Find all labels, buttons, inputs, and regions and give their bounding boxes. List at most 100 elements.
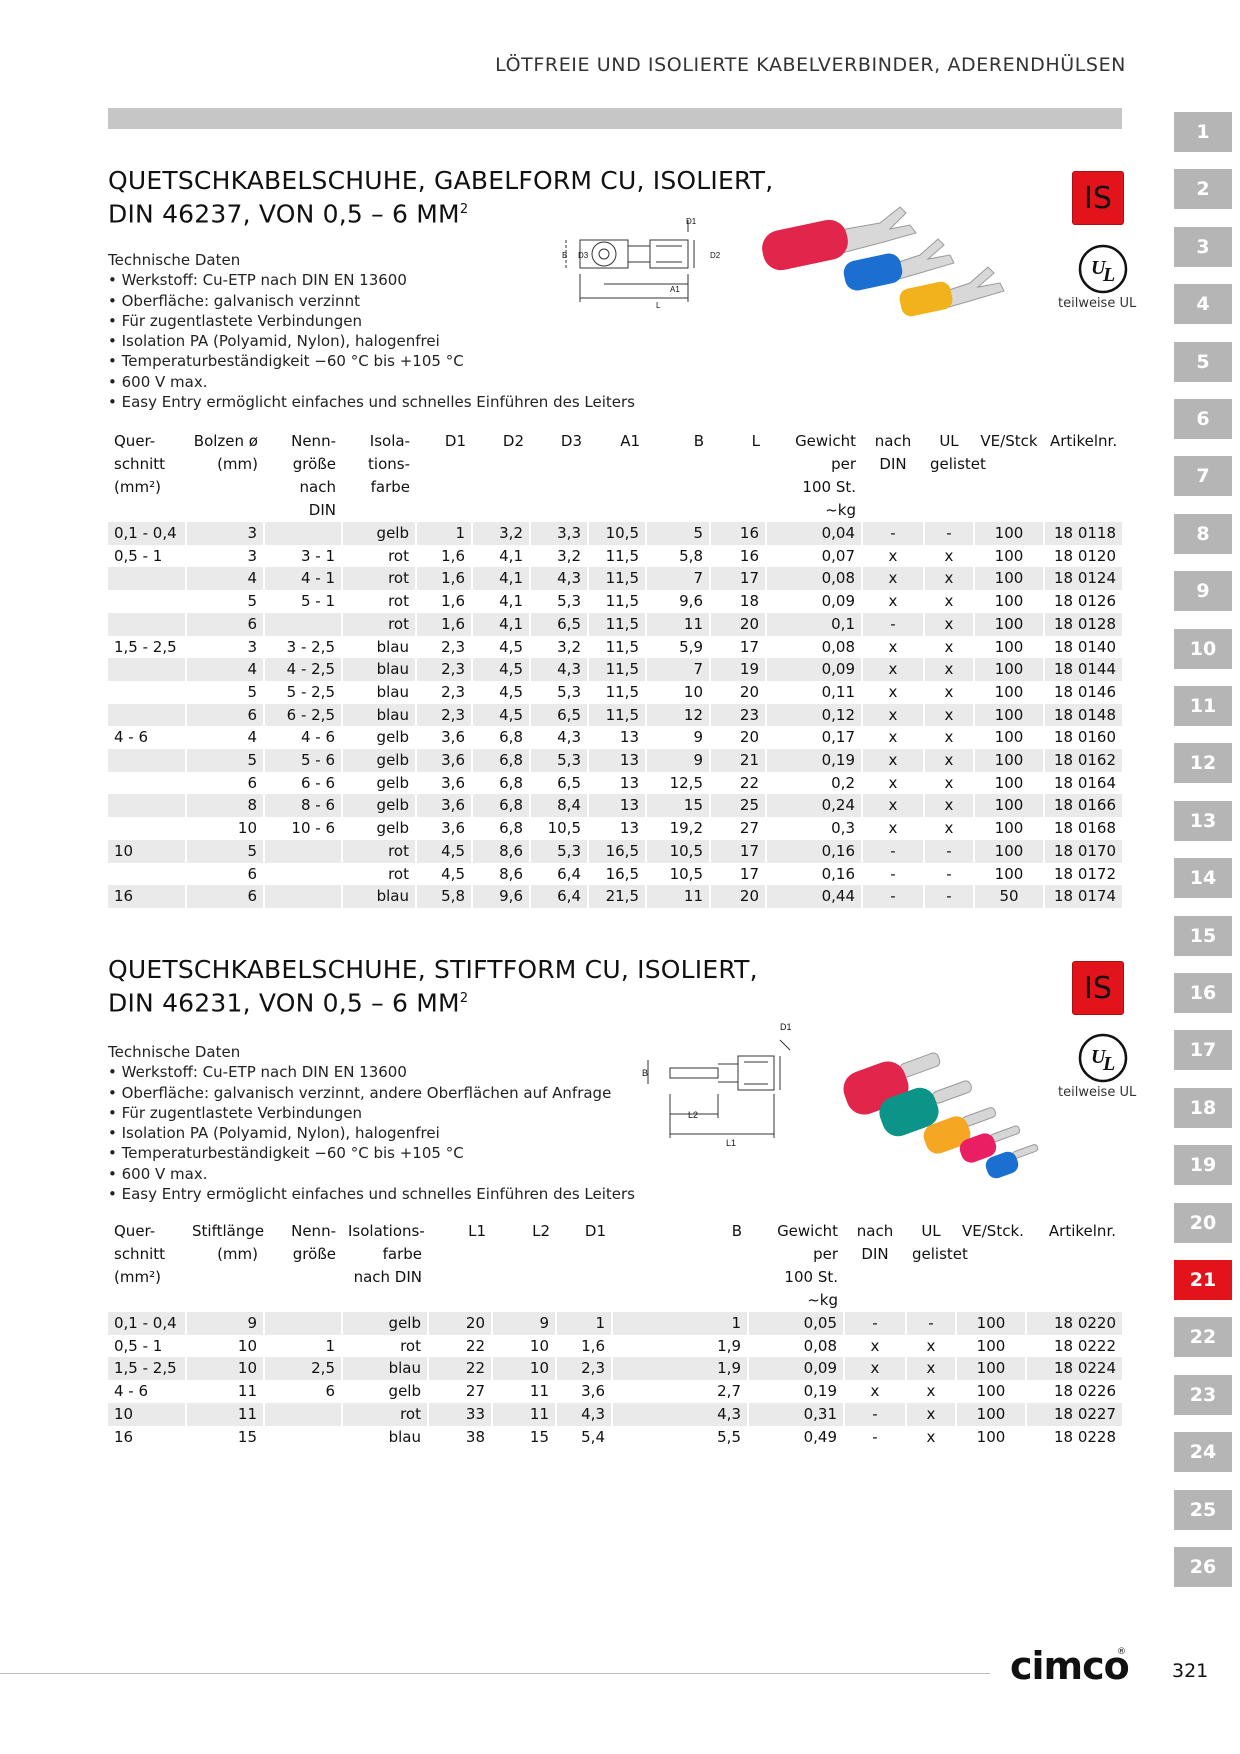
table-cell: 18 0140: [1043, 635, 1122, 659]
table-cell: [108, 703, 186, 727]
chapter-tab-18[interactable]: 18: [1174, 1087, 1232, 1128]
section1-title: QUETSCHKABELSCHUHE, GABELFORM CU, ISOLIE…: [108, 166, 773, 228]
table-cell: 3,6: [415, 749, 472, 772]
chapter-tab-19[interactable]: 19: [1174, 1145, 1232, 1186]
table-cell: 19,2: [645, 817, 710, 840]
chapter-tab-4[interactable]: 4: [1174, 284, 1232, 325]
table-cell: 1: [263, 1334, 342, 1358]
table-cell: 18 0126: [1043, 590, 1122, 613]
chapter-tab-24[interactable]: 24: [1174, 1432, 1232, 1473]
column-header: L: [751, 432, 760, 450]
column-header: VE/Stck: [980, 432, 1038, 450]
table-cell: 3 - 1: [263, 544, 342, 568]
chapter-tab-22[interactable]: 22: [1174, 1317, 1232, 1358]
chapter-tab-25[interactable]: 25: [1174, 1489, 1232, 1530]
drawing1-label-d2: D2: [710, 251, 721, 260]
table-cell: 21: [709, 749, 766, 772]
chapter-tab-23[interactable]: 23: [1174, 1374, 1232, 1415]
table-cell: 18 0144: [1043, 658, 1122, 681]
table-cell: 100: [973, 658, 1044, 681]
chapter-tab-16[interactable]: 16: [1174, 973, 1232, 1013]
drawing1-label-d1: D1: [686, 217, 697, 226]
drawing2-label-l2: L2: [688, 1110, 698, 1120]
table-cell: 11: [491, 1380, 556, 1403]
table-cell: 100: [973, 680, 1044, 704]
table-cell: blau: [341, 658, 416, 681]
chapter-tab-6[interactable]: 6: [1174, 399, 1232, 439]
table-cell: rot: [341, 612, 416, 636]
table-cell: 0,05: [747, 1312, 844, 1335]
chapter-tab-14[interactable]: 14: [1174, 858, 1232, 899]
tech-data-item: • 600 V max.: [108, 1164, 208, 1183]
table-cell: 27: [427, 1380, 492, 1403]
table-cell: -: [905, 1312, 956, 1335]
column-header: L1: [468, 1222, 486, 1240]
table-cell: 9: [491, 1312, 556, 1335]
column-header: VE/Stck.: [962, 1222, 1024, 1240]
chapter-tab-12[interactable]: 12: [1174, 743, 1232, 784]
chapter-tab-26[interactable]: 26: [1174, 1547, 1232, 1587]
table-cell: 0,08: [765, 567, 862, 591]
tech-data-item: • Isolation PA (Polyamid, Nylon), haloge…: [108, 1124, 440, 1143]
table-cell: 8 - 6: [263, 794, 342, 818]
table-cell: [108, 681, 186, 704]
section1-title-line2: DIN 46237, VON 0,5 – 6 MM2: [108, 199, 469, 229]
chapter-tab-9[interactable]: 9: [1174, 571, 1232, 612]
table-cell: x: [861, 794, 924, 818]
table-cell: 3 - 2,5: [263, 635, 342, 659]
chapter-tab-13[interactable]: 13: [1174, 800, 1232, 841]
table-cell: x: [861, 658, 924, 681]
chapter-tab-5[interactable]: 5: [1174, 341, 1232, 382]
column-header: Artikelnr.: [1050, 432, 1118, 450]
table-cell: x: [861, 817, 924, 840]
table-cell: 3: [185, 522, 264, 545]
table-cell: 100: [973, 590, 1044, 613]
chapter-tab-20[interactable]: 20: [1174, 1202, 1232, 1243]
table-cell: 4,5: [415, 839, 472, 863]
table-cell: 15: [645, 794, 710, 818]
table-cell: x: [923, 794, 974, 818]
table-cell: 2,3: [415, 680, 472, 704]
chapter-tab-2[interactable]: 2: [1174, 169, 1232, 210]
table-cell: x: [923, 590, 974, 613]
table-cell: x: [861, 703, 924, 727]
table-cell: 6,4: [529, 862, 588, 886]
column-header: Quer-schnitt(mm²): [114, 1222, 166, 1286]
chapter-tab-15[interactable]: 15: [1174, 915, 1232, 956]
drawing1-label-a1: A1: [670, 285, 680, 294]
section2-title-line1: QUETSCHKABELSCHUHE, STIFTFORM CU, ISOLIE…: [108, 955, 758, 984]
table-cell: gelb: [341, 1312, 428, 1335]
chapter-tab-1[interactable]: 1: [1174, 112, 1232, 152]
chapter-tab-21[interactable]: 21: [1174, 1260, 1232, 1300]
table-cell: 6,4: [529, 885, 588, 908]
column-header: Artikelnr.: [1048, 1222, 1116, 1240]
chapter-tab-11[interactable]: 11: [1174, 686, 1232, 726]
table-header-row: Quer-schnitt(mm²)Stiftlänge(mm)Nenn-größ…: [108, 1220, 1122, 1312]
chapter-tab-3[interactable]: 3: [1174, 226, 1232, 267]
chapter-tab-8[interactable]: 8: [1174, 513, 1232, 554]
page-header-title: LÖTFREIE UND ISOLIERTE KABELVERBINDER, A…: [495, 54, 1126, 76]
table-cell: 3: [185, 635, 264, 659]
tech-data-item: • Oberfläche: galvanisch verzinnt, ander…: [108, 1083, 612, 1102]
chapter-tab-17[interactable]: 17: [1174, 1030, 1232, 1071]
chapter-tab-10[interactable]: 10: [1174, 628, 1232, 669]
ul-logo-icon-2: U L: [1078, 1033, 1128, 1083]
table-cell: [263, 885, 342, 908]
table-cell: 100: [973, 771, 1044, 795]
table-cell: [108, 794, 186, 818]
table-cell: blau: [341, 703, 416, 727]
column-header: Bolzen ø(mm): [193, 432, 258, 473]
table-cell: x: [923, 680, 974, 704]
table-cell: 5,3: [529, 680, 588, 704]
table-cell: 8,6: [471, 839, 530, 863]
table-cell: -: [923, 522, 974, 545]
table-cell: 18 0172: [1043, 862, 1122, 886]
tech-data-heading: Technische Daten: [108, 1043, 241, 1061]
table-cell: 6: [185, 703, 264, 727]
table-cell: 16: [709, 544, 766, 568]
chapter-tab-7[interactable]: 7: [1174, 456, 1232, 497]
